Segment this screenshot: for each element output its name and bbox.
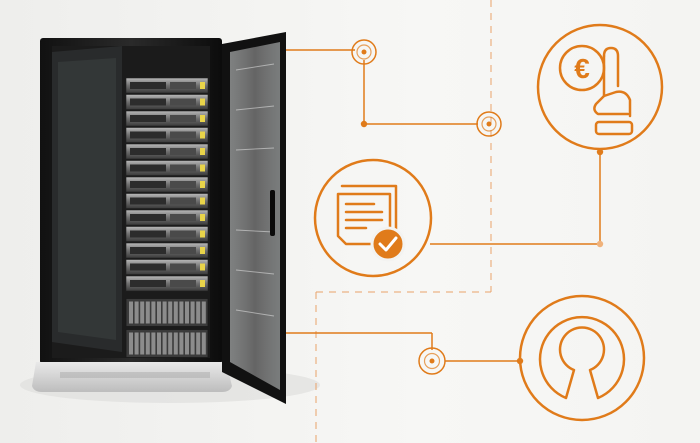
status-led: [200, 181, 205, 188]
server-unit: [125, 77, 209, 94]
euro-hand-icon: €: [536, 23, 664, 151]
server-unit: [125, 275, 209, 292]
storage-unit: [125, 298, 209, 327]
status-led: [200, 197, 205, 205]
status-led: [200, 164, 205, 172]
dashed-guides: [315, 0, 492, 443]
status-led: [200, 230, 205, 238]
server-unit: [125, 209, 209, 226]
server-unit: [125, 143, 209, 160]
euro-symbol: €: [574, 53, 590, 84]
server-rack: [32, 38, 232, 392]
status-led: [200, 214, 205, 221]
server-units: [125, 77, 209, 358]
server-unit: [125, 160, 209, 176]
status-led: [200, 280, 205, 287]
status-led: [200, 148, 205, 155]
certified-document-icon: [313, 158, 433, 278]
door-handle: [270, 190, 275, 236]
server-unit: [125, 176, 209, 193]
status-led: [200, 247, 205, 254]
storage-unit: [125, 329, 209, 358]
server-unit: [125, 94, 209, 110]
server-unit: [125, 259, 209, 275]
status-led: [200, 82, 205, 89]
status-led: [200, 115, 205, 122]
server-unit: [125, 127, 209, 143]
connector-lines: [286, 49, 601, 362]
door-glass: [230, 42, 280, 390]
server-unit: [125, 226, 209, 242]
server-unit: [125, 193, 209, 209]
status-led: [200, 131, 205, 139]
status-led: [200, 98, 205, 106]
rack-door: [222, 32, 286, 404]
server-unit: [125, 242, 209, 259]
server-unit: [125, 110, 209, 127]
status-led: [200, 263, 205, 271]
open-source-keyhole-icon: [518, 294, 646, 422]
connector-node-1: [351, 39, 377, 65]
connector-node-2: [476, 111, 502, 137]
connector-node-3: [418, 347, 446, 375]
